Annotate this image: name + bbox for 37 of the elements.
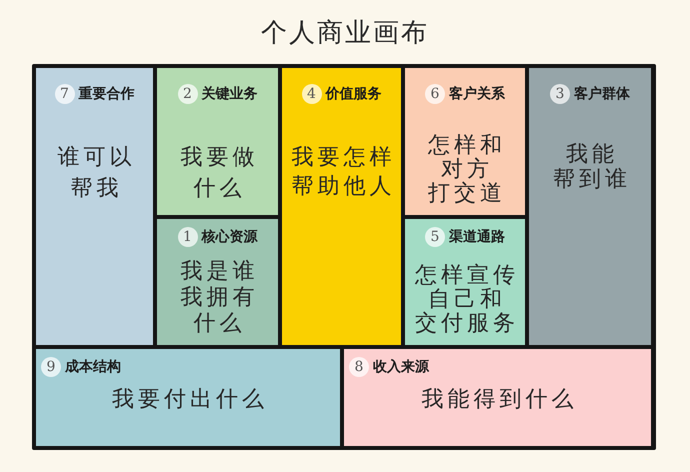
canvas-section — [36, 68, 153, 345]
canvas-section — [344, 349, 651, 446]
prompt-text: 怎样和对方打交道 — [427, 134, 506, 206]
section-heading: 重要合作 — [78, 85, 134, 103]
section-heading: 客户群体 — [574, 85, 630, 103]
prompt-text: 谁可以帮我 — [56, 144, 136, 203]
section-heading: 关键业务 — [202, 85, 258, 103]
step-number: 1 — [178, 227, 198, 247]
section-heading: 客户关系 — [449, 85, 505, 103]
prompt-text: 我要怎样帮助他人 — [290, 144, 396, 201]
prompt-text: 怎样宣传自己和交付服务 — [414, 264, 519, 336]
section-heading: 成本结构 — [65, 358, 121, 376]
canvas-section — [157, 68, 278, 215]
step-number: 2 — [178, 84, 198, 104]
canvas-section — [529, 68, 651, 345]
canvas-title: 个人商业画布 — [261, 18, 429, 48]
canvas-section — [157, 219, 278, 345]
prompt-text: 我要做什么 — [180, 144, 258, 203]
step-number: 6 — [425, 84, 445, 104]
canvas-section — [405, 68, 525, 215]
section-heading: 渠道通路 — [449, 228, 505, 246]
step-number: 9 — [41, 357, 61, 377]
prompt-text: 我能帮到谁 — [552, 142, 631, 192]
prompt-text: 我要付出什么 — [111, 386, 268, 414]
prompt-text: 我是谁我拥有什么 — [180, 259, 258, 337]
section-heading: 核心资源 — [202, 228, 258, 246]
canvas-section — [282, 68, 401, 345]
step-number: 8 — [349, 357, 369, 377]
step-number: 3 — [550, 84, 570, 104]
step-number: 4 — [302, 84, 322, 104]
prompt-text: 我能得到什么 — [420, 386, 578, 414]
section-heading: 价值服务 — [326, 85, 382, 103]
canvas-section — [36, 349, 340, 446]
section-heading: 收入来源 — [373, 358, 429, 376]
canvas-section — [405, 219, 525, 345]
step-number: 7 — [54, 84, 74, 104]
step-number: 5 — [425, 227, 445, 247]
